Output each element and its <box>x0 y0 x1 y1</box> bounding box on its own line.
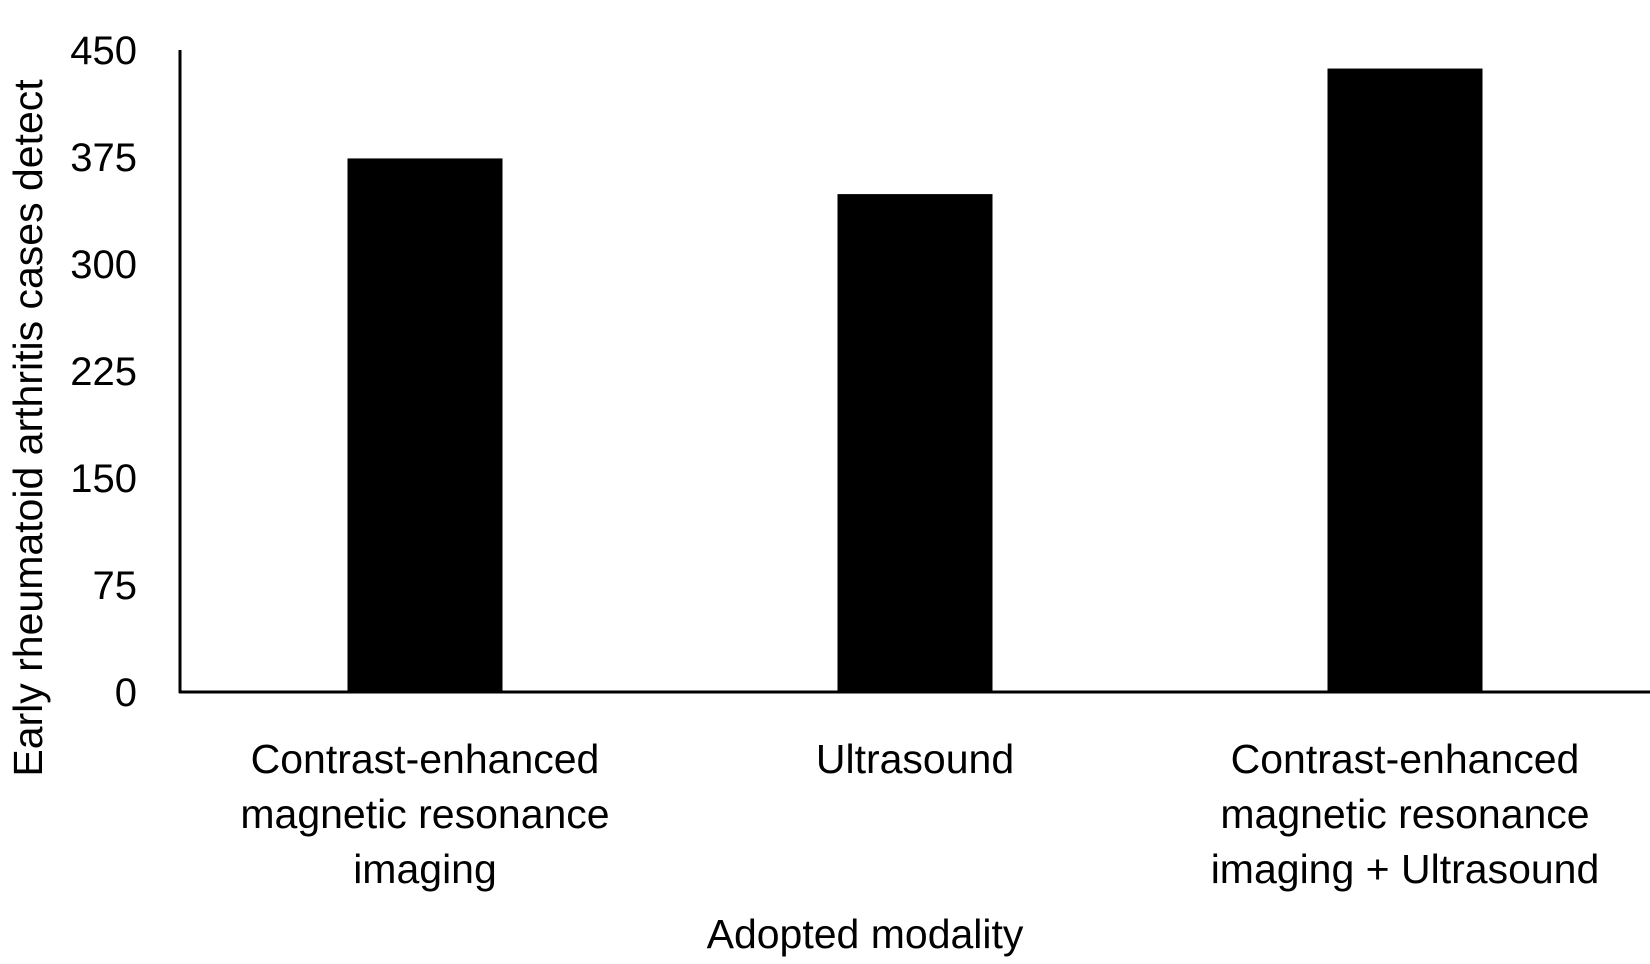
bars-group <box>347 68 1483 693</box>
x-category-label-0-line-1: magnetic resonance <box>240 791 609 837</box>
x-category-label-1: Ultrasound <box>816 736 1014 782</box>
x-axis-label: Adopted modality <box>707 911 1024 957</box>
y-tick-label-2: 150 <box>70 457 137 501</box>
axes-group <box>178 50 1650 694</box>
y-tick-label-0: 0 <box>115 671 137 715</box>
y-tick-label-6: 450 <box>70 29 137 73</box>
x-category-label-0-line-2: imaging <box>353 846 497 892</box>
bar-0 <box>347 158 503 693</box>
x-category-label-1-line-0: Ultrasound <box>816 736 1014 782</box>
x-category-label-2-line-0: Contrast-enhanced <box>1231 736 1580 782</box>
x-category-label-0: Contrast-enhanced magnetic resonance imagi… <box>240 736 609 892</box>
y-tick-labels: 0 75 150 225 300 375 450 <box>70 29 137 715</box>
y-axis-label: Early rheumatoid arthritis cases detect <box>5 79 51 777</box>
y-tick-label-5: 375 <box>70 136 137 180</box>
x-category-label-2: Contrast-enhanced magnetic resonance imagi… <box>1211 736 1600 892</box>
bar-2 <box>1327 68 1483 692</box>
x-category-label-2-line-1: magnetic resonance <box>1220 791 1589 837</box>
x-category-label-2-line-2: imaging + Ultrasound <box>1211 846 1600 892</box>
bar-1 <box>837 194 993 693</box>
y-tick-label-4: 300 <box>70 243 137 287</box>
y-tick-label-1: 75 <box>93 564 138 608</box>
x-category-label-0-line-0: Contrast-enhanced <box>251 736 600 782</box>
x-category-labels: Contrast-enhanced magnetic resonance imagi… <box>240 736 1599 892</box>
y-tick-label-3: 225 <box>70 350 137 394</box>
